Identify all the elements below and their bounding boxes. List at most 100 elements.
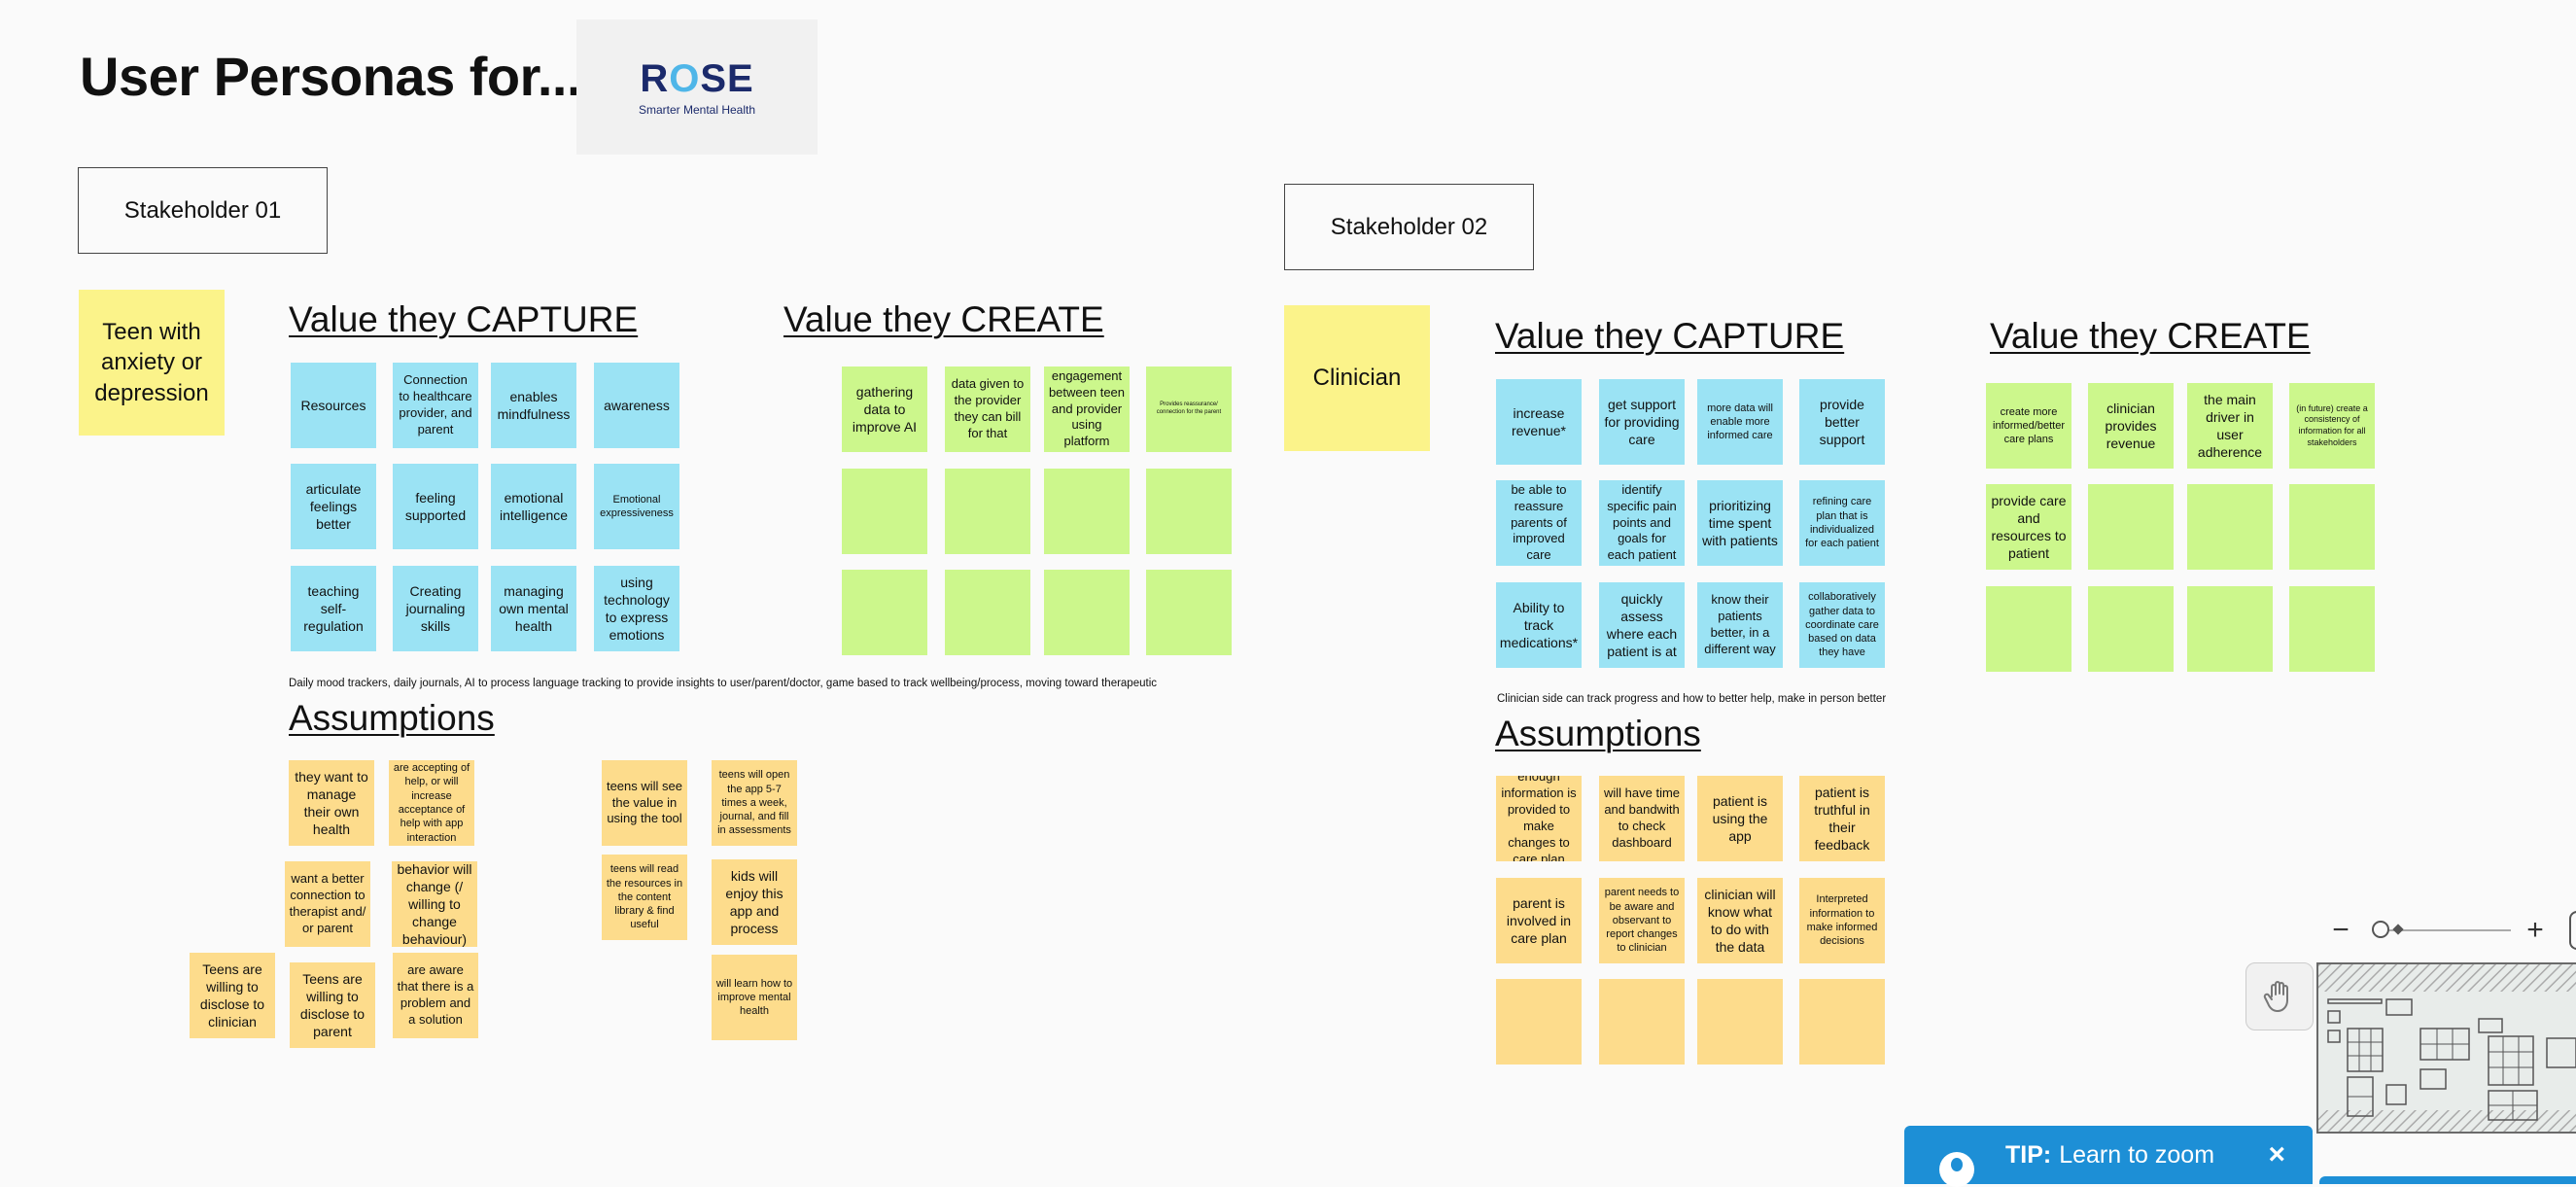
sticky-note[interactable]: Teens are willing to disclose to parent [290,962,375,1048]
sticky-note[interactable]: (in future) create a consistency of info… [2289,383,2375,469]
sticky-note[interactable] [2289,484,2375,570]
sticky-note[interactable] [2088,586,2174,672]
sticky-note[interactable] [1044,570,1130,655]
hand-icon [2263,981,2288,1012]
sticky-note[interactable]: Provides reassurance/ connection for the… [1146,367,1232,452]
lightbulb-icon [1939,1152,1974,1187]
sticky-note[interactable] [1146,570,1232,655]
stakeholder-02-label[interactable]: Stakeholder 02 [1284,184,1534,270]
sticky-note[interactable]: engagement between teen and provider usi… [1044,367,1130,452]
sticky-note[interactable] [2187,586,2273,672]
sticky-note[interactable] [1146,469,1232,554]
sticky-note[interactable]: patient is truthful in their feedback [1799,776,1885,861]
sticky-note[interactable]: Creating journaling skills [393,566,478,651]
sticky-note[interactable] [1799,979,1885,1065]
sticky-note[interactable]: teens will see the value in using the to… [602,760,687,846]
sticky-note[interactable] [1697,979,1783,1065]
zoom-level-box[interactable]: 1 [2569,911,2576,950]
sticky-note[interactable]: be able to reassure parents of improved … [1496,480,1582,566]
sticky-note[interactable]: know their patients better, in a differe… [1697,582,1783,668]
sticky-note[interactable]: enables mindfulness [491,363,576,448]
s2-assumptions-heading: Assumptions [1495,714,1701,753]
sticky-note[interactable]: awareness [594,363,679,448]
sticky-note[interactable] [842,469,927,554]
persona-note-teen[interactable]: Teen with anxiety or depression [79,290,225,436]
sticky-note[interactable]: teens will read the resources in the con… [602,855,687,940]
sticky-note[interactable]: will have time and bandwith to check das… [1599,776,1685,861]
sticky-note[interactable]: using technology to express emotions [594,566,679,651]
sticky-note[interactable]: more data will enable more informed care [1697,379,1783,465]
sticky-note[interactable]: articulate feelings better [291,464,376,549]
sticky-note[interactable] [2187,484,2273,570]
sticky-note[interactable]: provide care and resources to patient [1986,484,2071,570]
sticky-note[interactable]: Emotional expressiveness [594,464,679,549]
sticky-note[interactable]: prioritizing time spent with patients [1697,480,1783,566]
tip-banner[interactable]: TIP: Learn to zoom × [1904,1126,2313,1187]
zoom-in-button[interactable]: + [2526,914,2544,946]
sticky-note[interactable] [1496,979,1582,1065]
sticky-note[interactable]: behavior will change (/ willing to chang… [392,861,477,947]
sticky-note[interactable] [842,570,927,655]
sticky-note[interactable]: patient is using the app [1697,776,1783,861]
sticky-note[interactable] [1986,586,2071,672]
tip-label: TIP: [2005,1140,2052,1169]
sticky-note[interactable] [945,469,1030,554]
s1-caption: Daily mood trackers, daily journals, AI … [289,678,1157,689]
sticky-note[interactable]: gathering data to improve AI [842,367,927,452]
rose-logo: ROSE Smarter Mental Health [576,19,818,155]
persona-note-clinician[interactable]: Clinician [1284,305,1430,451]
sticky-note[interactable]: will learn how to improve mental health [712,955,797,1040]
sticky-note[interactable]: collaboratively gather data to coordinat… [1799,582,1885,668]
zoom-slider-thumb[interactable] [2372,921,2389,938]
sticky-note[interactable] [945,570,1030,655]
sticky-note[interactable]: feeling supported [393,464,478,549]
sticky-note[interactable]: managing own mental health [491,566,576,651]
hand-tool-button[interactable] [2245,962,2314,1030]
sticky-note[interactable] [1599,979,1685,1065]
sticky-note[interactable] [2289,586,2375,672]
sticky-note[interactable]: the main driver in user adherence [2187,383,2273,469]
sticky-note[interactable]: are accepting of help, or will increase … [389,760,474,846]
sticky-note[interactable]: they want to manage their own health [289,760,374,846]
sticky-note[interactable]: Interpreted information to make informed… [1799,878,1885,963]
sticky-note[interactable]: parent needs to be aware and observant t… [1599,878,1685,963]
sticky-note[interactable]: want a better connection to therapist an… [285,861,370,947]
sticky-note[interactable]: are aware that there is a problem and a … [393,953,478,1038]
sticky-note[interactable]: create more informed/better care plans [1986,383,2071,469]
s1-create-heading: Value they CREATE [783,299,1104,339]
minimap[interactable] [2316,962,2576,1134]
close-icon[interactable]: × [2268,1138,2285,1170]
sticky-note[interactable]: Teens are willing to disclose to clinici… [190,953,275,1038]
sticky-note[interactable]: refining care plan that is individualize… [1799,480,1885,566]
sticky-note[interactable]: parent is involved in care plan [1496,878,1582,963]
sticky-note[interactable]: teaching self-regulation [291,566,376,651]
s1-assumptions-heading: Assumptions [289,698,495,738]
sticky-note[interactable]: Connection to healthcare provider, and p… [393,363,478,448]
sticky-note[interactable]: enough information is provided to make c… [1496,776,1582,861]
sticky-note[interactable]: get support for providing care [1599,379,1685,465]
sticky-note[interactable]: increase revenue* [1496,379,1582,465]
zoom-slider-track [2375,929,2511,931]
sticky-note[interactable]: Resources [291,363,376,448]
zoom-slider[interactable] [2365,914,2511,947]
sticky-note[interactable]: emotional intelligence [491,464,576,549]
sticky-note[interactable]: data given to the provider they can bill… [945,367,1030,452]
sticky-note[interactable]: identify specific pain points and goals … [1599,480,1685,566]
zoom-out-button[interactable]: − [2332,914,2350,946]
sticky-note[interactable] [2088,484,2174,570]
tip-text[interactable]: Learn to zoom [2059,1140,2215,1169]
page-title: User Personas for... [80,46,582,107]
sticky-note[interactable]: clinician will know what to do with the … [1697,878,1783,963]
sticky-note[interactable]: Ability to track medications* [1496,582,1582,668]
sticky-note[interactable]: kids will enjoy this app and process [712,859,797,945]
stakeholder-01-label[interactable]: Stakeholder 01 [78,167,328,254]
sticky-note[interactable]: provide better support [1799,379,1885,465]
sticky-note[interactable]: clinician provides revenue [2088,383,2174,469]
sticky-note[interactable]: teens will open the app 5-7 times a week… [712,760,797,846]
s2-create-heading: Value they CREATE [1990,316,2311,356]
zoom-controls: − + 1 [2326,911,2576,950]
s1-capture-heading: Value they CAPTURE [289,299,639,339]
tip-banner-secondary [2319,1176,2576,1184]
sticky-note[interactable]: quickly assess where each patient is at [1599,582,1685,668]
sticky-note[interactable] [1044,469,1130,554]
